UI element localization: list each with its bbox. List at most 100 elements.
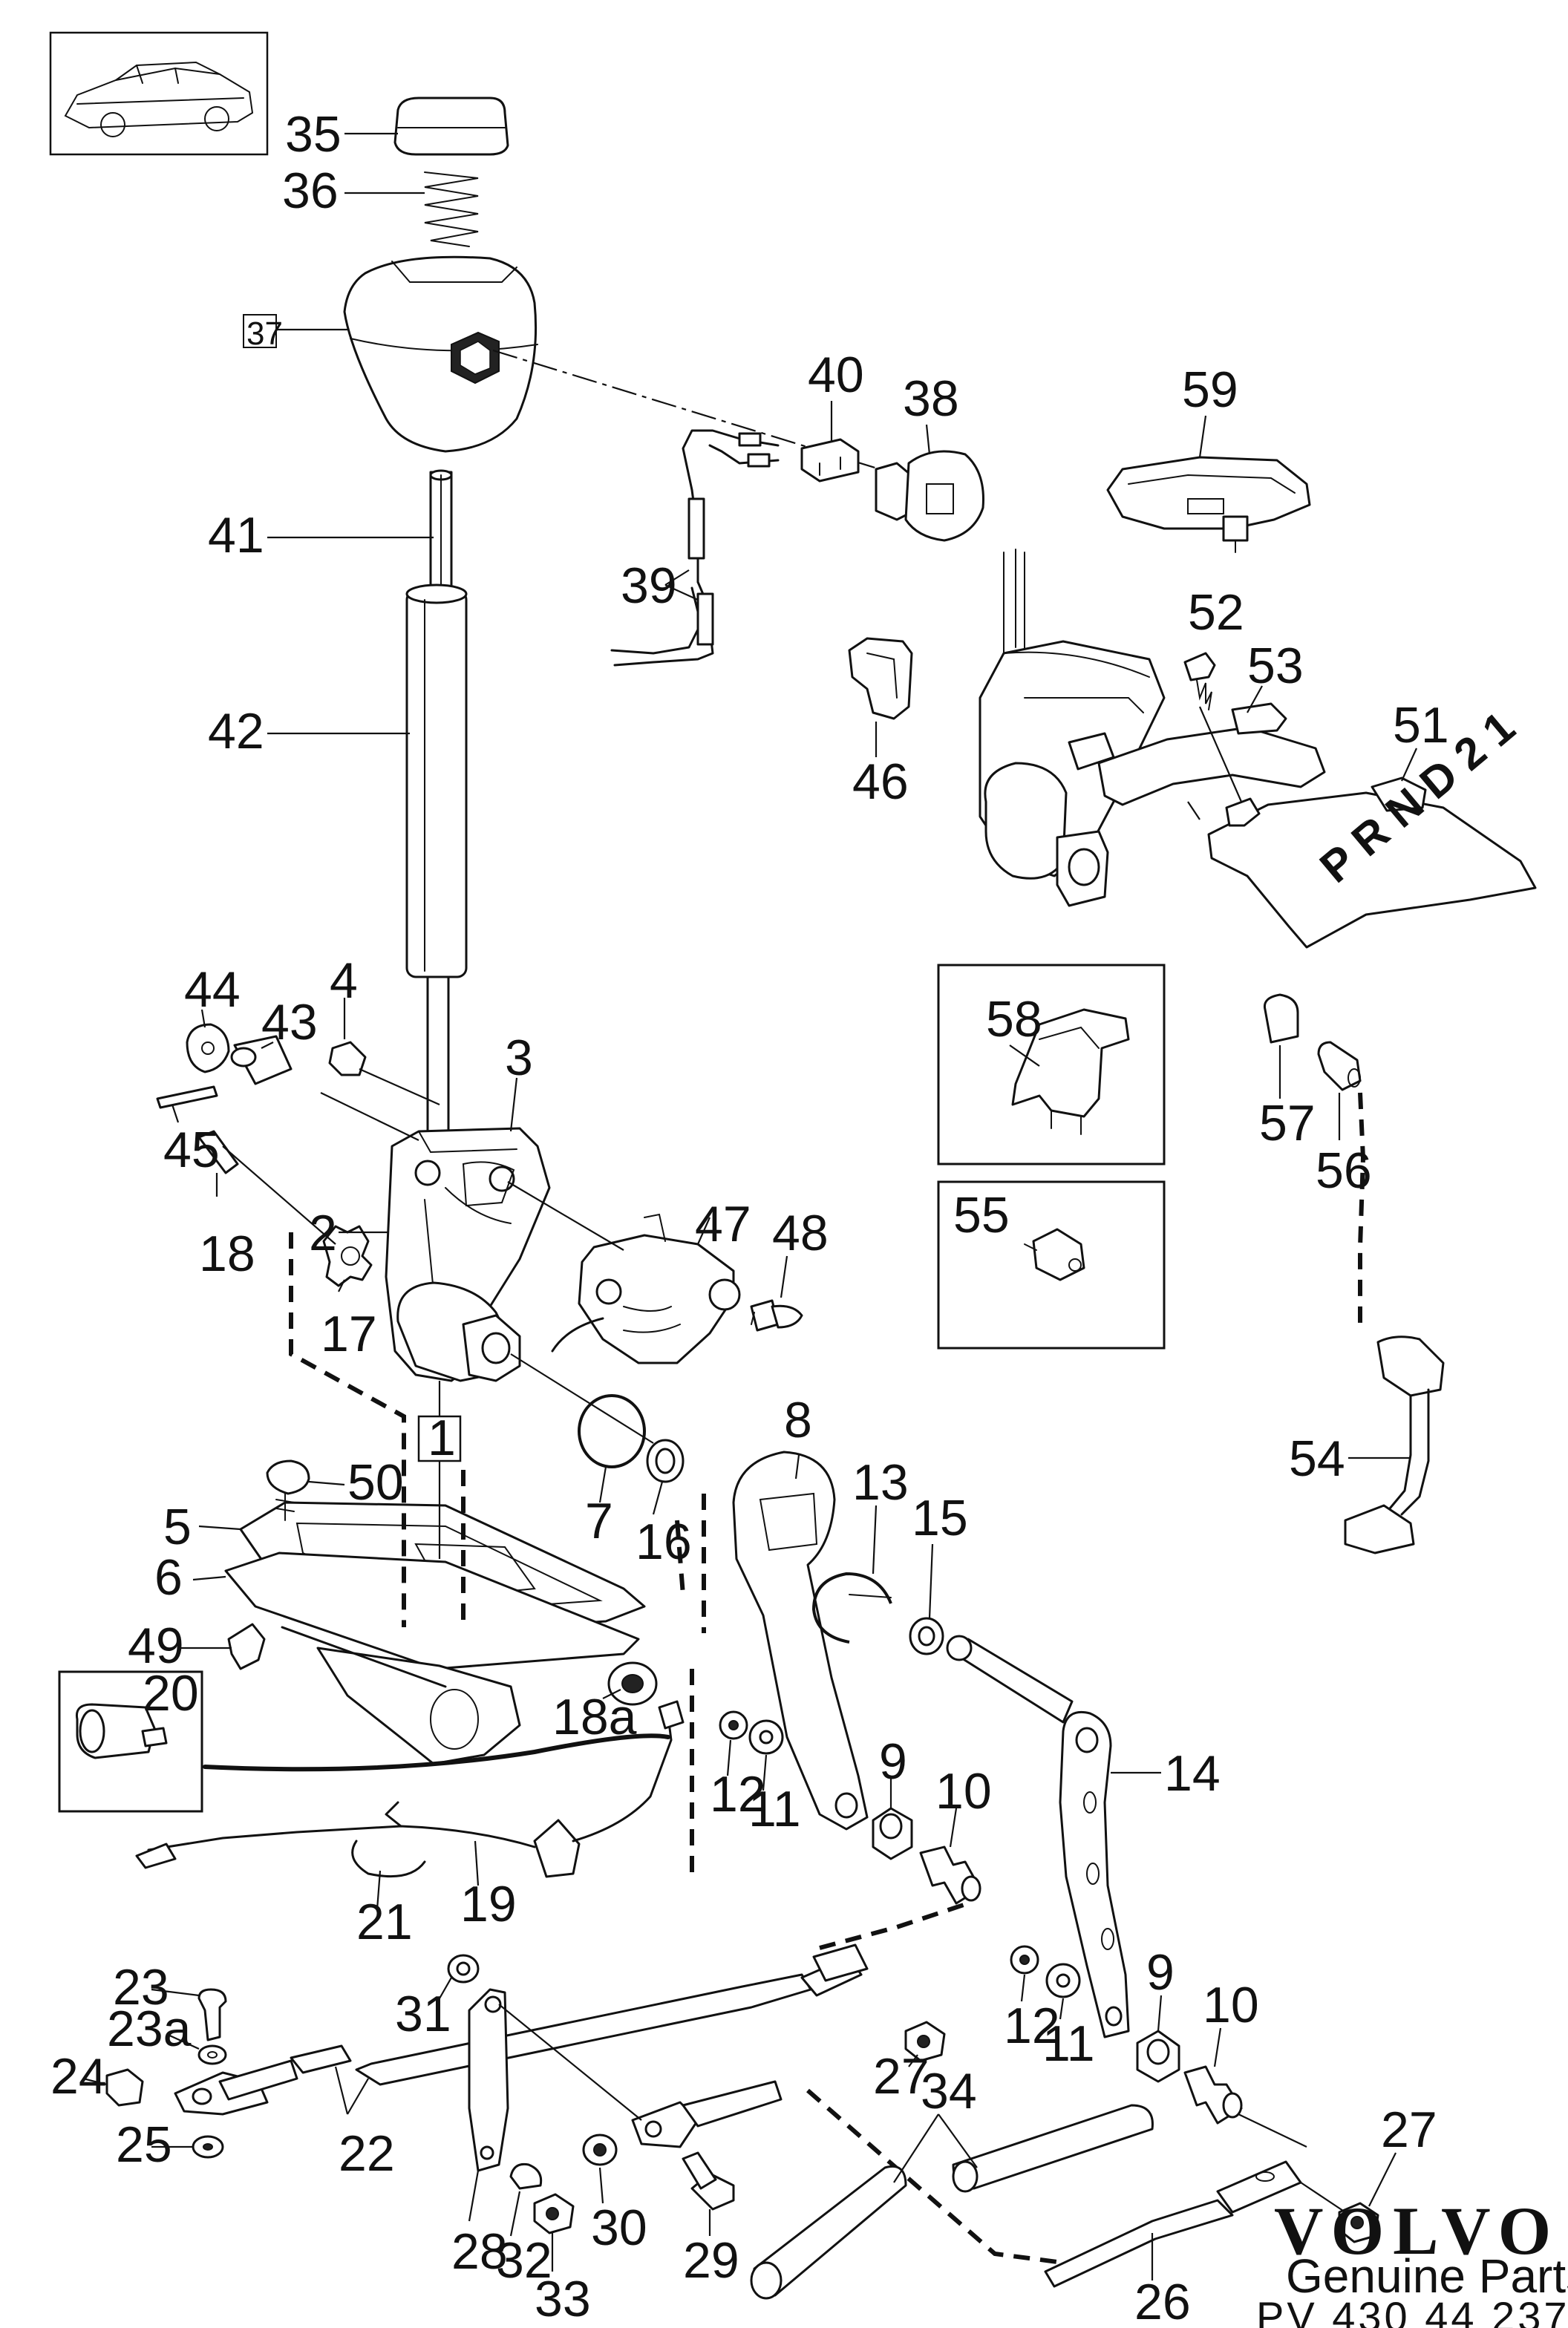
bulb-cable-dash (1360, 1093, 1363, 1324)
callout-29: 29 (683, 2232, 739, 2289)
washers-11-12-lower (1011, 1946, 1079, 1997)
washer-31 (448, 1955, 478, 1982)
clip-13 (814, 1574, 891, 1642)
callout-28: 28 (451, 2223, 508, 2280)
nut-4 (330, 1042, 365, 1075)
brand-block: VOLVO Genuine Parts PV 430 44 237 (1256, 2193, 1568, 2328)
sleeve-34 (751, 2105, 1152, 2298)
lever-8 (734, 1452, 867, 1829)
callout-12-lower: 12 (1004, 1998, 1060, 2054)
callout-53: 53 (1247, 638, 1304, 694)
nut-line (359, 1069, 440, 1105)
genuine-parts-label: Genuine Parts (1286, 2249, 1568, 2303)
callout-18a: 18a (552, 1689, 637, 1745)
gasket-6 (226, 1553, 638, 1669)
pin-18 (199, 1131, 238, 1173)
nut-24 (107, 2070, 143, 2105)
callout-26: 26 (1134, 2274, 1191, 2328)
clevis-29-30 (633, 2082, 781, 2147)
o-ring-7 (579, 1396, 644, 1467)
lever-14 (1060, 1712, 1128, 2037)
callout-49: 49 (128, 1618, 184, 1674)
detail-box-55 (938, 1182, 1164, 1348)
indicator-dash (1188, 802, 1200, 820)
callout-42: 42 (208, 703, 264, 759)
callout-11-upper: 11 (748, 1781, 801, 1837)
callout-41: 41 (208, 507, 264, 563)
bracket-dash-left (291, 1232, 404, 1627)
selector-bracket-2-3 (386, 1128, 549, 1381)
bolt-23 (199, 1989, 226, 2040)
callout-40: 40 (808, 347, 864, 403)
callout-34: 34 (921, 2063, 977, 2119)
bulb-57 (1264, 995, 1298, 1042)
callout-6: 6 (154, 1549, 183, 1606)
callout-39: 39 (621, 558, 677, 614)
callout-37: 37 (246, 315, 283, 352)
bushing-30 (584, 2135, 616, 2165)
washer-15 (910, 1618, 943, 1654)
bolt-10-lower (1185, 2067, 1241, 2123)
callout-27-lower: 27 (1381, 2102, 1437, 2158)
callout-16: 16 (636, 1514, 692, 1570)
bushing-9-upper (873, 1808, 912, 1859)
bolt-29 (683, 2153, 734, 2209)
part-diagram-code: PV 430 44 237 (1256, 2293, 1568, 2328)
detail-box-20 (59, 1672, 202, 1811)
wiring-39 (612, 431, 778, 665)
callout-4: 4 (330, 952, 358, 1009)
callout-5: 5 (163, 1499, 192, 1555)
clip-46 (849, 638, 912, 719)
callout-14: 14 (1164, 1745, 1221, 1802)
plate-53 (1099, 704, 1324, 805)
callout-9-lower: 9 (1146, 1944, 1175, 2001)
callout-25: 25 (116, 2116, 172, 2173)
screw-48 (751, 1301, 802, 1330)
callout-10-lower: 10 (1203, 1977, 1259, 2033)
washer-25 (193, 2136, 223, 2157)
knob-button-35 (395, 98, 508, 154)
spring-36 (425, 172, 478, 246)
cover-59 (1108, 457, 1310, 552)
callout-10-upper: 10 (935, 1763, 992, 1819)
volvo-logo: VOLVO (1274, 2193, 1560, 2269)
gear-knob-37 (344, 257, 538, 451)
callout-35: 35 (285, 106, 342, 163)
callout-56: 56 (1316, 1142, 1372, 1199)
callout-45: 45 (163, 1122, 220, 1178)
callout-27-upper: 27 (873, 2048, 930, 2105)
gear-indicator-51: P R N D 2 1 (1209, 702, 1535, 947)
callout-44: 44 (184, 961, 241, 1018)
washers-11-12-upper (720, 1712, 783, 1753)
bracket-27-upper (802, 1945, 867, 1995)
callout-23: 23 (113, 1959, 169, 2015)
shaft-to-bracket-line (321, 1093, 419, 1140)
callout-33: 33 (535, 2271, 591, 2327)
callout-17: 17 (321, 1306, 377, 1362)
callout-36: 36 (282, 163, 339, 219)
callout-50: 50 (347, 1454, 404, 1511)
callout-24: 24 (50, 2048, 107, 2105)
callout-22: 22 (339, 2125, 395, 2182)
cable-dash-lower (808, 2090, 1063, 2263)
rod-22 (291, 1975, 811, 2085)
shaft-41 (431, 471, 451, 594)
callout-18: 18 (199, 1226, 255, 1282)
callout-57: 57 (1259, 1095, 1316, 1151)
washer-32 (511, 2164, 541, 2188)
switch-38 (876, 451, 984, 540)
callout-52: 52 (1188, 584, 1244, 641)
plate-47 (552, 1214, 739, 1363)
callout-55: 55 (953, 1187, 1010, 1243)
gear-pin-line (223, 1146, 336, 1244)
callout-47: 47 (695, 1196, 751, 1252)
bushing-9-lower (1137, 2031, 1179, 2082)
bolt-10-lower-line (1238, 2114, 1307, 2147)
rod-26 (1045, 2162, 1301, 2286)
connector-40 (802, 439, 858, 481)
callout-20: 20 (143, 1665, 199, 1722)
plate-47-line (508, 1182, 624, 1250)
bushing-16 (647, 1440, 683, 1482)
cable-54 (1345, 1337, 1443, 1553)
